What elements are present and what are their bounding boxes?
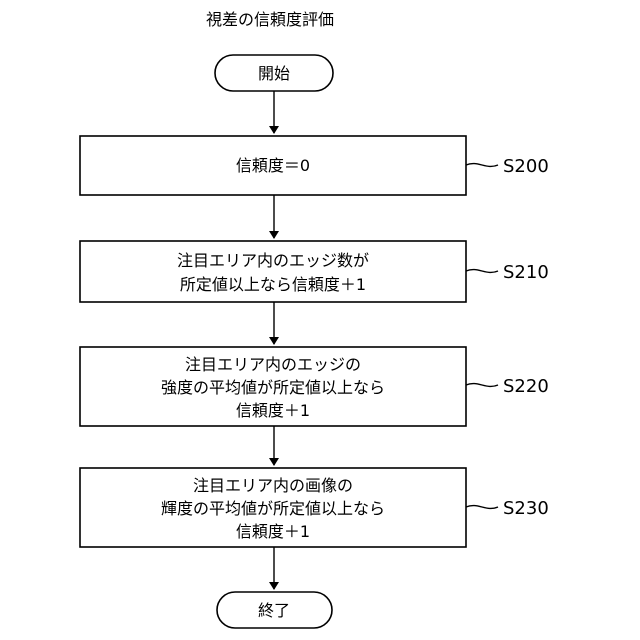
step-leader-line [466,384,498,387]
step-text-line: 信頼度＋1 [236,522,310,541]
start-label: 開始 [258,64,290,83]
end-label: 終了 [258,601,290,620]
step-number: S220 [503,376,549,397]
step-leader-line [466,506,498,509]
step-text-line: 注目エリア内の画像の [193,476,353,495]
step-leader-line [466,164,498,167]
step-text-line: 信頼度＝0 [236,156,310,175]
step-number: S230 [503,498,549,519]
step-text-line: 信頼度＋1 [236,401,310,420]
step-number: S210 [503,262,549,283]
step-text-line: 輝度の平均値が所定値以上なら [161,499,385,518]
process-step-s220: 注目エリア内のエッジの 強度の平均値が所定値以上なら 信頼度＋1 S220 [80,347,549,426]
process-step-s230: 注目エリア内の画像の 輝度の平均値が所定値以上なら 信頼度＋1 S230 [80,468,549,547]
step-number: S200 [503,156,549,177]
step-text-line: 注目エリア内のエッジの [185,355,361,374]
process-step-s210: 注目エリア内のエッジ数が 所定値以上なら信頼度＋1 S210 [80,241,549,302]
step-text-line: 注目エリア内のエッジ数が [177,251,369,270]
diagram-title: 視差の信頼度評価 [206,10,334,29]
process-step-s200: 信頼度＝0 S200 [80,136,549,195]
step-leader-line [466,270,498,273]
end-terminal: 終了 [217,592,332,628]
start-terminal: 開始 [215,55,333,91]
step-text-line: 所定値以上なら信頼度＋1 [180,275,366,294]
step-text-line: 強度の平均値が所定値以上なら [161,378,385,397]
